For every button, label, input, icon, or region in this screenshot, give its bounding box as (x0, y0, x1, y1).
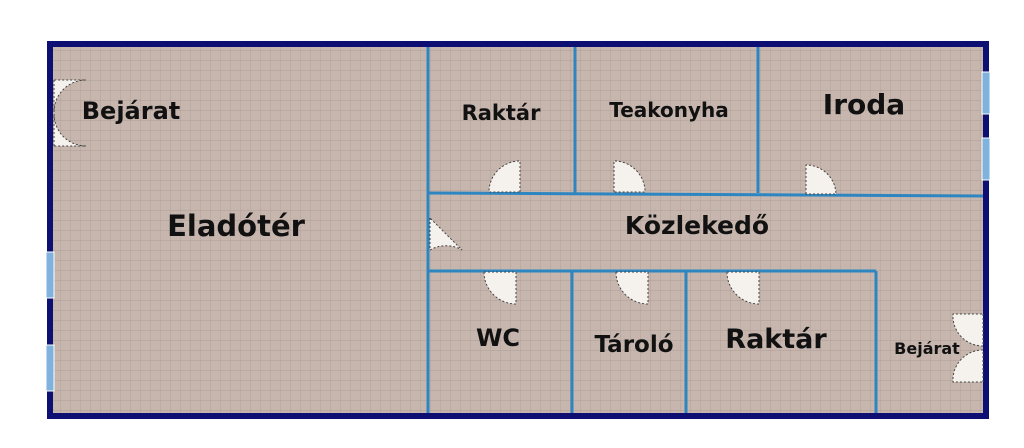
door-swing-icon (429, 216, 463, 251)
window-icon (45, 344, 55, 392)
room-label-storage-bottom: Raktár (725, 324, 827, 355)
window-icon (981, 71, 991, 115)
wall-corridor-north (427, 191, 987, 198)
door-swing-icon (805, 164, 837, 195)
window-icon (981, 137, 991, 181)
door-swing-icon (483, 271, 517, 305)
room-label-office: Iroda (823, 88, 905, 121)
door-swing-icon (726, 271, 760, 305)
room-label-tea-kitchen: Teakonyha (609, 98, 729, 122)
floor (50, 44, 986, 416)
room-label-corridor: Közlekedő (625, 211, 769, 240)
door-swing-icon (615, 271, 649, 305)
doors (53, 79, 984, 383)
room-label-store-room: Tároló (594, 332, 673, 358)
room-labels: Eladótér Bejárat Raktár Teakonyha Iroda … (82, 88, 960, 358)
room-label-entrance-left: Bejárat (82, 97, 181, 125)
windows (45, 71, 991, 392)
outer-wall (47, 41, 989, 419)
room-label-storage-top: Raktár (462, 101, 542, 125)
room-label-wc: WC (476, 324, 520, 352)
door-swing-icon (952, 349, 984, 383)
door-swing-icon (53, 113, 87, 147)
room-label-entrance-right: Bejárat (894, 339, 960, 358)
room-label-salesroom: Eladótér (167, 209, 306, 243)
door-swing-icon (613, 160, 646, 193)
door-swing-icon (952, 313, 984, 347)
door-swing-icon (488, 160, 521, 193)
door-swing-icon (53, 79, 87, 113)
inner-walls (426, 44, 987, 416)
window-icon (45, 251, 55, 299)
